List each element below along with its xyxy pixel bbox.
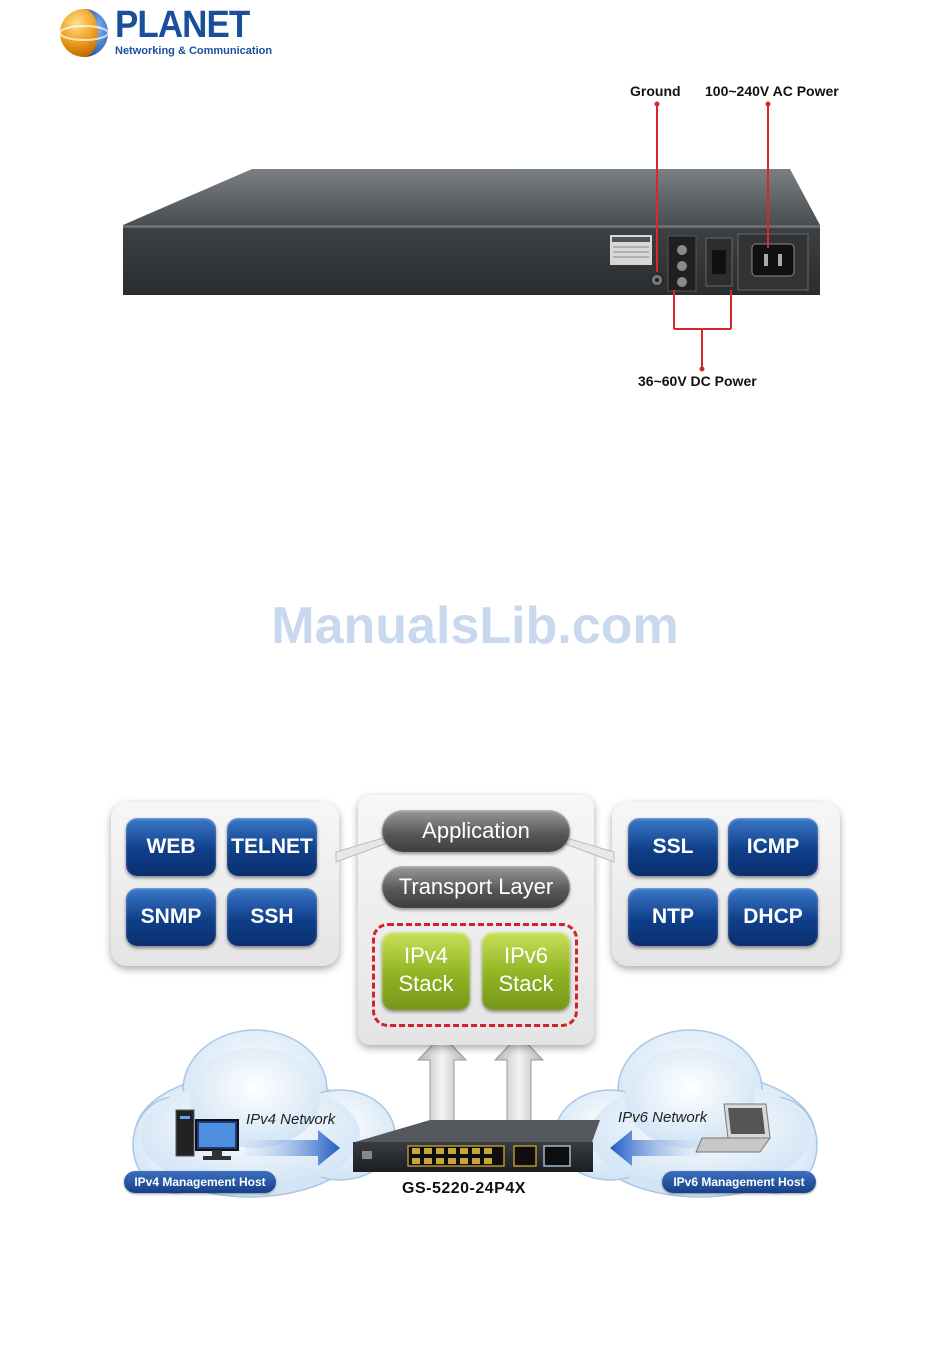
up-arrow-ipv4	[418, 1035, 466, 1125]
ipv6-stack-line1: IPv6	[482, 942, 570, 970]
application-layer: Application	[382, 810, 570, 852]
ipv4-stack-line1: IPv4	[382, 942, 470, 970]
ipv6-management-host-badge: IPv6 Management Host	[662, 1171, 816, 1193]
up-arrow-ipv6	[495, 1035, 543, 1125]
ipv6-stack-line2: Stack	[482, 970, 570, 998]
ipv4-management-host-badge: IPv4 Management Host	[124, 1171, 276, 1193]
ipv6-stack-box: IPv6 Stack	[482, 932, 570, 1010]
watermark-text: ManualsLib.com	[0, 596, 950, 656]
ipv4-stack-box: IPv4 Stack	[382, 932, 470, 1010]
transport-layer: Transport Layer	[382, 866, 570, 908]
switch-model-label: GS-5220-24P4X	[402, 1180, 526, 1198]
ipv4-stack-line2: Stack	[382, 970, 470, 998]
switch-rear-panel-image	[0, 0, 950, 400]
ipv6-network-label: IPv6 Network	[618, 1109, 707, 1126]
ipv4-network-label: IPv4 Network	[246, 1111, 335, 1128]
